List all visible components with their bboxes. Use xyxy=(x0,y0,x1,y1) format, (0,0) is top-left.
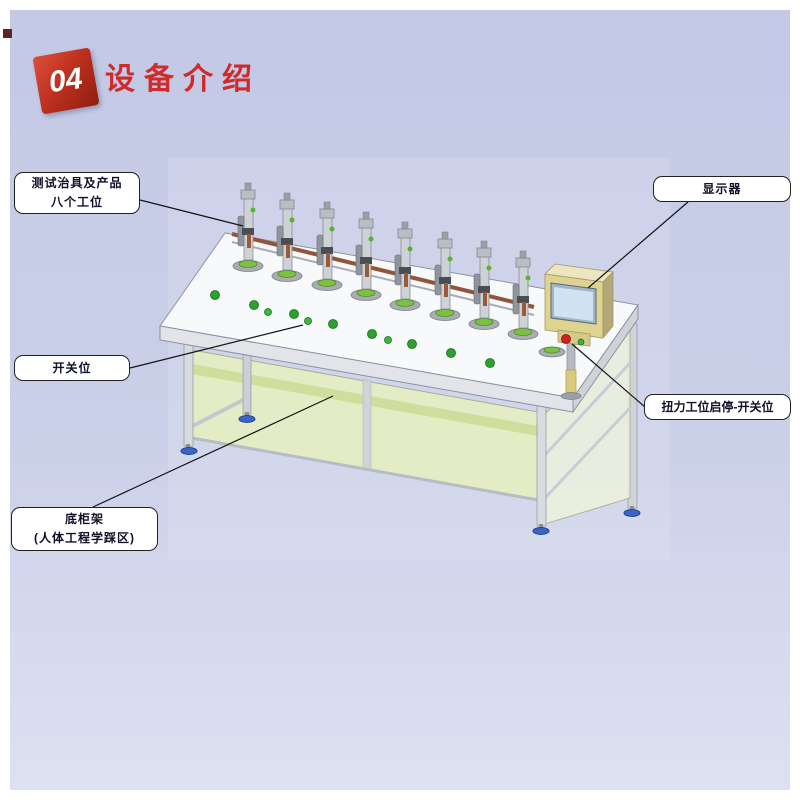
section-number: 04 xyxy=(47,61,85,100)
slide-background: 04 设备介绍 测试治具及产品 八个工位 显示器 开关位 扭力工位启停-开关位 … xyxy=(10,10,791,790)
machine-diagram xyxy=(92,158,689,560)
callout-torque-switch: 扭力工位启停-开关位 xyxy=(644,394,791,420)
callout-fixtures: 测试治具及产品 八个工位 xyxy=(14,172,140,214)
leader-line-torque xyxy=(571,343,646,408)
torque-station xyxy=(538,346,566,358)
emergency-button xyxy=(561,334,571,344)
corner-mark xyxy=(3,29,12,38)
leader-lines xyxy=(92,199,689,508)
page-title: 设备介绍 xyxy=(105,63,261,96)
leveling-feet xyxy=(180,412,641,535)
display-terminal xyxy=(544,263,614,400)
callout-display: 显示器 xyxy=(653,176,791,202)
monitor-screen xyxy=(554,287,593,321)
leader-line-display xyxy=(587,201,689,289)
leader-line-fixtures xyxy=(139,199,244,227)
callout-base-frame: 底柜架 (人体工程学踩区) xyxy=(11,507,158,551)
leader-line-base xyxy=(92,395,334,508)
section-number-badge: 04 xyxy=(32,47,100,115)
start-button xyxy=(577,338,585,346)
switch-buttons xyxy=(210,290,495,368)
leader-line-switch xyxy=(129,324,304,369)
callout-switch-position: 开关位 xyxy=(14,355,130,381)
